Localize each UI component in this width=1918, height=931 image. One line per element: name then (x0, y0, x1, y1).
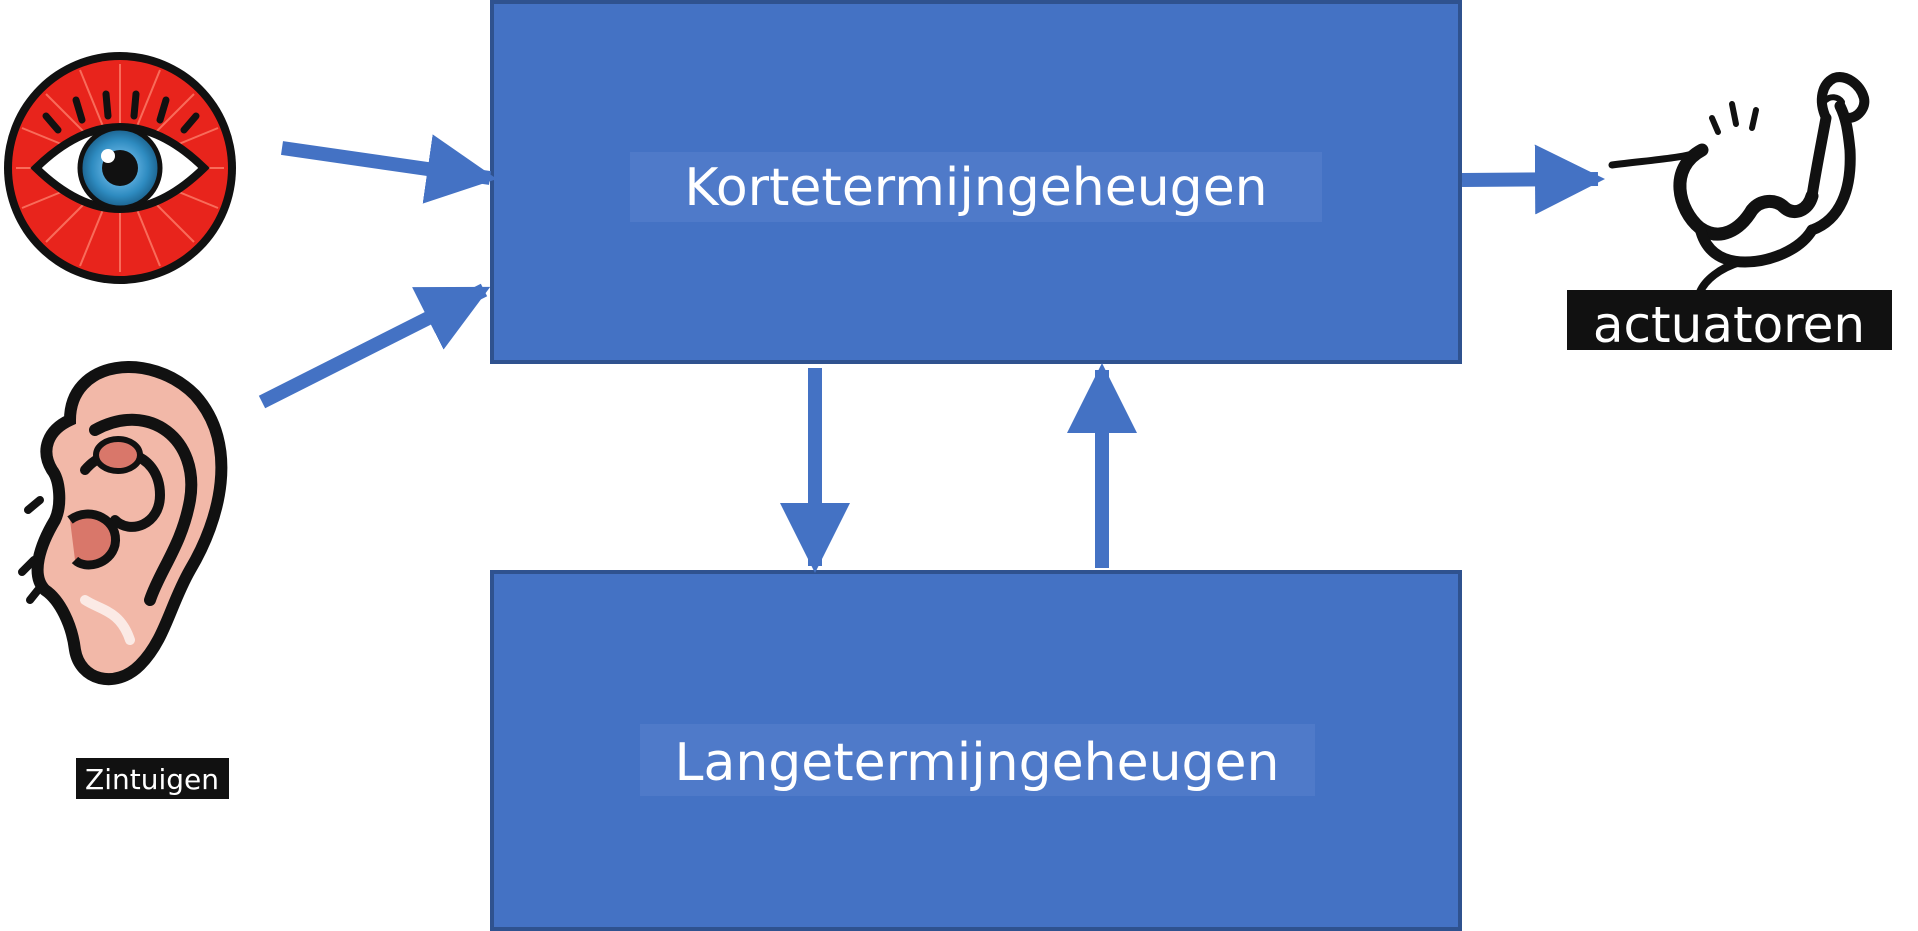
long-term-memory-label: Langetermijngeheugen (674, 733, 1279, 793)
senses-label-tag: Zintuigen (76, 758, 229, 799)
short-term-memory-label: Kortetermijngeheugen (684, 158, 1267, 218)
actuators-label: actuatoren (1593, 296, 1865, 354)
ear-to-short-term-arrow (258, 283, 491, 409)
senses-label: Zintuigen (85, 763, 219, 796)
long-term-memory-box: Langetermijngeheugen (490, 570, 1462, 931)
short-term-memory-box: Kortetermijngeheugen (490, 0, 1462, 364)
short-term-to-actuators-arrow (1461, 144, 1605, 215)
actuators-label-tag: actuatoren (1567, 290, 1892, 354)
eye-icon (4, 52, 236, 284)
eye-to-short-term-arrow (281, 134, 497, 204)
ear-icon (18, 361, 228, 686)
flexed-arm-icon (1608, 72, 1870, 303)
